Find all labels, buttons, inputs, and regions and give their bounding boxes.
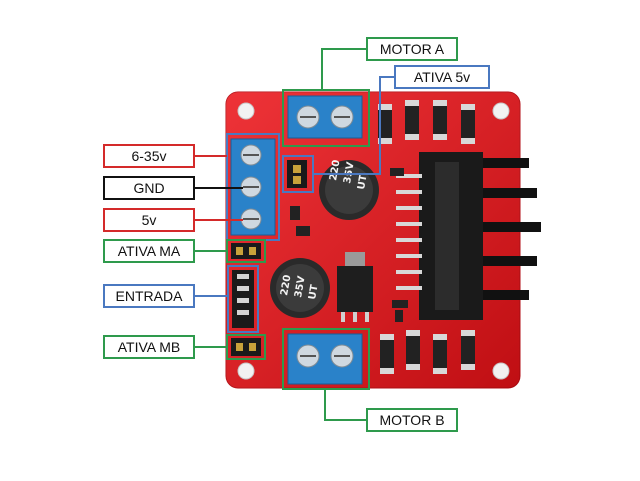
capacitor-2-text-3: UT: [307, 284, 320, 301]
ativa-5v-jumper: [287, 160, 307, 188]
diodes-top: [378, 100, 475, 144]
capacitor-1-text-1: 220: [328, 159, 342, 182]
ativa-ma-jumper: [231, 243, 261, 259]
label-gnd: GND: [103, 176, 195, 200]
driver-chip-pins: [396, 174, 422, 290]
diodes-bottom: [380, 330, 475, 374]
motor-a-terminal: [287, 95, 363, 139]
annotation-lines: [195, 48, 394, 421]
label-motor-a: MOTOR A: [366, 37, 458, 61]
label-ativa-ma: ATIVA MA: [103, 239, 195, 263]
motor-b-terminal: [287, 333, 363, 385]
voltage-regulator: [337, 252, 373, 322]
label-ativa-5v: ATIVA 5v: [394, 65, 490, 89]
entrada-header: [232, 270, 254, 328]
smd-components: [290, 168, 408, 322]
label-ativa-mb: ATIVA MB: [103, 335, 195, 359]
capacitor-2-text-2: 35V: [293, 275, 308, 298]
capacitor-1-text-2: 35V: [342, 161, 357, 184]
label-5v: 5v: [103, 208, 195, 232]
ativa-mb-jumper: [231, 338, 261, 356]
capacitor-2: 220 35V UT: [270, 258, 330, 318]
label-entrada: ENTRADA: [103, 284, 195, 308]
heatsink: [419, 152, 541, 320]
label-motor-b: MOTOR B: [366, 408, 458, 432]
label-6-35v: 6-35v: [103, 144, 195, 168]
capacitor-2-text-1: 220: [279, 274, 293, 297]
capacitor-1-text-3: UT: [356, 174, 369, 191]
